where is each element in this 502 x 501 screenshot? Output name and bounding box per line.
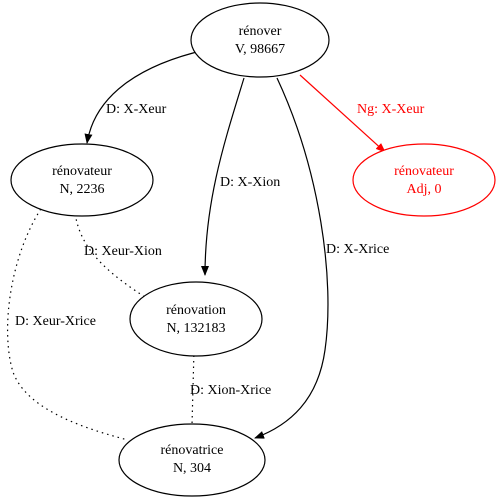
node-word: rénovatrice (161, 443, 224, 458)
edge-label: D: X-Xrice (326, 242, 389, 257)
edge-label: D: Xeur-Xion (84, 244, 162, 259)
edge-renovation-renovatrice: D: Xion-Xrice (190, 349, 271, 426)
edge-label: D: Xeur-Xrice (15, 314, 96, 329)
node-info: Adj, 0 (407, 182, 442, 197)
node-word: rénovateur (52, 164, 112, 179)
edge-renovateur-n-renovatrice: D: Xeur-Xrice (6, 199, 129, 441)
edge-renovateur-n-renovation: D: Xeur-Xion (73, 202, 162, 298)
edge-renover-renovatrice: D: X-Xrice (254, 77, 389, 439)
edge-label: D: X-Xion (220, 175, 280, 190)
edge-label: D: X-Xeur (106, 102, 167, 117)
node-renovation: rénovation N, 132183 (129, 281, 263, 357)
node-renovateur-adj: rénovateur Adj, 0 (352, 143, 496, 217)
edge-renover-renovateur-adj: Ng: X-Xeur (299, 74, 425, 153)
node-ellipse (190, 2, 330, 78)
edge-line (254, 77, 329, 439)
node-ellipse (118, 423, 266, 497)
edge-label: Ng: X-Xeur (357, 102, 425, 117)
node-word: rénovation (166, 303, 226, 318)
node-renover: rénover V, 98667 (190, 2, 330, 78)
node-renovateur-n: rénovateur N, 2236 (10, 143, 154, 217)
node-ellipse (352, 143, 496, 217)
edge-line (6, 199, 129, 441)
edge-label: D: Xion-Xrice (190, 383, 271, 398)
node-word: rénover (239, 24, 282, 39)
node-word: rénovateur (394, 164, 454, 179)
node-info: N, 132183 (166, 321, 225, 336)
node-ellipse (10, 143, 154, 217)
node-ellipse (129, 281, 263, 357)
node-info: V, 98667 (235, 42, 285, 57)
edge-line (299, 74, 386, 153)
node-info: N, 2236 (59, 182, 104, 197)
edge-renover-renovateur-n: D: X-Xeur (84, 49, 206, 144)
node-info: N, 304 (173, 461, 211, 476)
edge-line (84, 49, 206, 144)
node-renovatrice: rénovatrice N, 304 (118, 423, 266, 497)
edge-renover-renovation: D: X-Xion (201, 77, 280, 276)
edge-line (201, 77, 245, 276)
